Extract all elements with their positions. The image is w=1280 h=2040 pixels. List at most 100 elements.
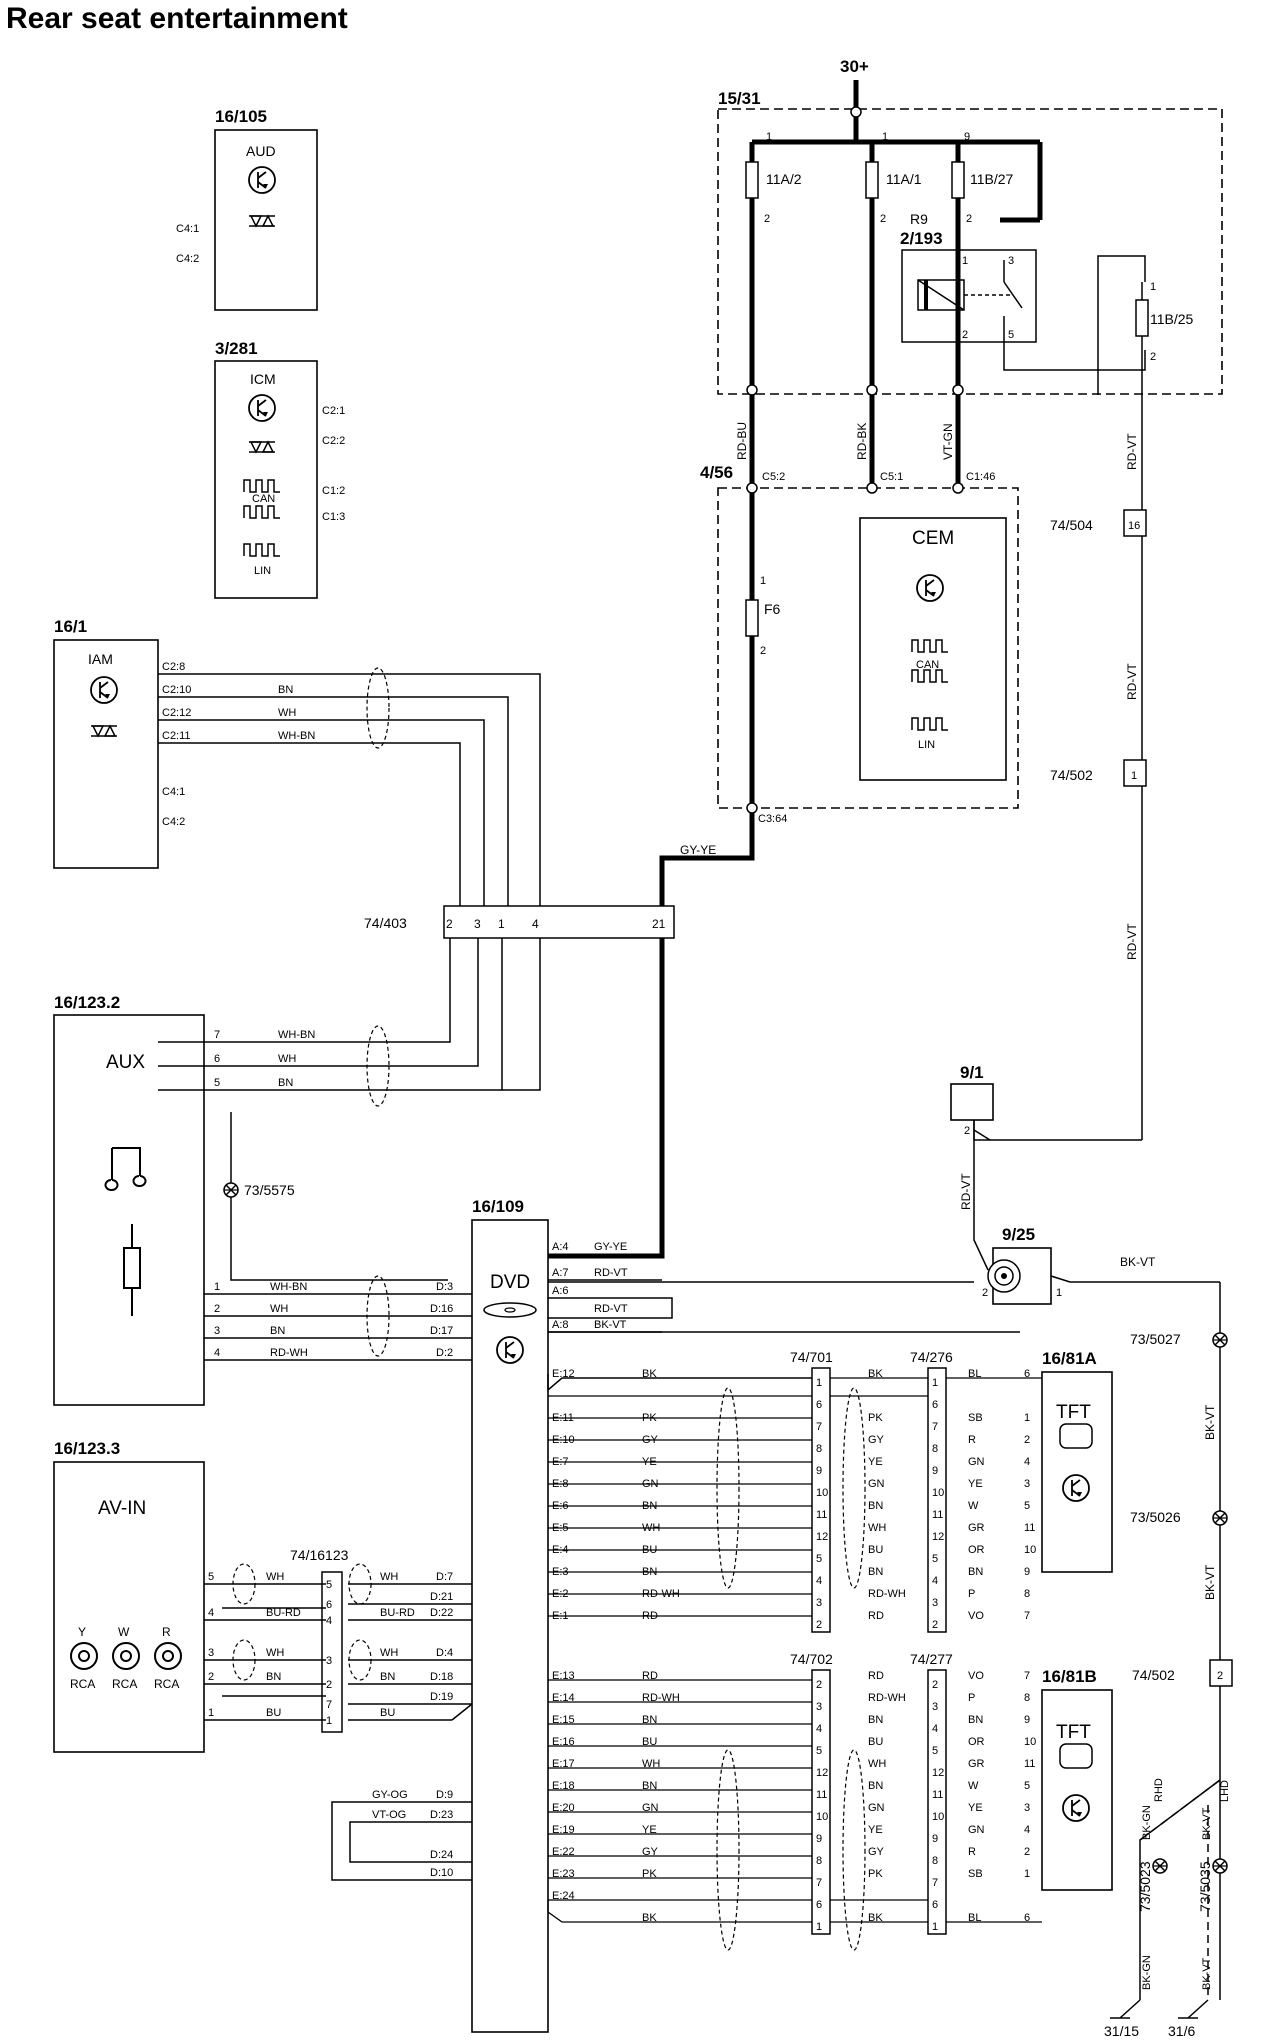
fuse-pin-label: 2 (966, 213, 972, 225)
wire-color-label: BN (642, 1566, 657, 1578)
wire-color-label: WH (266, 1647, 284, 1659)
wire-color-label: WH (278, 1053, 296, 1065)
fuse-label-11b27: 11B/27 (970, 171, 1014, 187)
cem-ref: 4/56 (700, 463, 733, 482)
wire-color-label: PK (642, 1868, 657, 1880)
dvd-harness-pin: E:18 (552, 1780, 575, 1792)
relay-label: R9 (910, 211, 928, 227)
wire-color-label: BL (968, 1912, 981, 1924)
antenna-pin: 1 (1056, 1287, 1062, 1299)
connector-pin: 4 (532, 917, 539, 931)
connector-pin: 1 (816, 1921, 822, 1933)
wire-color-label: BK-VT (1201, 1807, 1213, 1840)
wire-color-label: BU (868, 1544, 883, 1556)
jack-letter: W (118, 1625, 130, 1639)
wire-color-label: GN (868, 1802, 885, 1814)
connector-pin: 8 (816, 1855, 822, 1867)
connector-pin: 21 (652, 917, 666, 931)
wire-color-label: RD-WH (270, 1347, 308, 1359)
fuse-pin-label: 1 (882, 131, 888, 143)
wire-color-label: BK (642, 1368, 657, 1380)
dvd-harness-pin: E:12 (552, 1368, 575, 1380)
dvd-pin: D:17 (430, 1325, 453, 1337)
connector-pin: 9 (816, 1465, 822, 1477)
connector-pin: 5 (816, 1553, 822, 1565)
cem-fuse-pin: 1 (760, 575, 766, 587)
tft-pin: 10 (1024, 1544, 1036, 1556)
wire-color-label: W (968, 1500, 979, 1512)
cem-pin: C1:46 (966, 471, 995, 483)
wire-color-label: BN (968, 1566, 983, 1578)
connector-pin: 4 (932, 1723, 938, 1735)
cem-fuse-label: F6 (764, 601, 781, 617)
tft-a-ref: 16/81A (1042, 1349, 1097, 1368)
wire-color-label: BU (642, 1736, 657, 1748)
dvd-pin: D:22 (430, 1607, 453, 1619)
connector-pin: 9 (932, 1833, 938, 1845)
cem-pin: C5:2 (762, 471, 785, 483)
cem-name: CEM (912, 528, 954, 549)
connector-pin: 12 (932, 1767, 944, 1779)
connector-ref: 74/276 (910, 1349, 953, 1365)
connector-pin: 10 (932, 1487, 944, 1499)
dvd-ref: 16/109 (472, 1197, 524, 1216)
wire-color-label: VO (968, 1670, 984, 1682)
amp-pin: 2 (964, 1125, 970, 1137)
connector-pin: 12 (816, 1531, 828, 1543)
connector-pin: 1 (932, 1377, 938, 1389)
tft-pin: 7 (1024, 1670, 1030, 1682)
tft-pin: 1 (1024, 1412, 1030, 1424)
wire-color-label: BN (968, 1714, 983, 1726)
aud-ref: 16/105 (215, 107, 267, 126)
aud-pin: C4:2 (176, 253, 199, 265)
relay-pin: 3 (1008, 255, 1014, 267)
wire-color-label: BK (868, 1912, 883, 1924)
connector-pin: 6 (326, 1599, 332, 1611)
wire-color-label: RD-VT (594, 1303, 628, 1315)
dvd-pin: A:7 (552, 1267, 569, 1279)
connector-pin: 6 (816, 1899, 822, 1911)
cem-fuse-pin: 2 (760, 645, 766, 657)
tft-pin: 2 (1024, 1846, 1030, 1858)
iam-pin: C2:8 (162, 661, 185, 673)
wire-color-label: BN (278, 1077, 293, 1089)
aux-pin: 4 (214, 1347, 220, 1359)
dvd-harness-pin: E:1 (552, 1610, 569, 1622)
wire-color-label: GY-YE (680, 843, 716, 857)
iam-name: IAM (88, 651, 113, 667)
aud-name: AUD (246, 143, 276, 159)
wire-color-label: WH-BN (278, 730, 315, 742)
connector-pin: 8 (816, 1443, 822, 1455)
wire-color-label: BN (270, 1325, 285, 1337)
tft-pin: 9 (1024, 1714, 1030, 1726)
wire-color-label: BN (642, 1780, 657, 1792)
icm-bus-can: CAN (252, 493, 275, 505)
wire-color-label: R (968, 1846, 976, 1858)
wire-color-label: OR (968, 1544, 985, 1556)
connector-pin: 5 (326, 1579, 332, 1591)
relay-pin: 1 (962, 255, 968, 267)
aux-pin: 5 (214, 1077, 220, 1089)
wire-color-label: YE (968, 1802, 983, 1814)
connector-pin: 16 (1128, 520, 1140, 532)
fuse-pin-label: 1 (766, 131, 772, 143)
wire-color-label: SB (968, 1412, 983, 1424)
connector-pin: 6 (932, 1899, 938, 1911)
connector-pin: 2 (932, 1619, 938, 1631)
connector-pin: 12 (932, 1531, 944, 1543)
fuse-pin-label: 2 (880, 213, 886, 225)
wire-color-label: BN (868, 1500, 883, 1512)
dvd-pin: D:4 (436, 1647, 453, 1659)
aux-name: AUX (106, 1052, 145, 1073)
connector-pin: 7 (932, 1877, 938, 1889)
diagram-title: Rear seat entertainment (6, 2, 348, 35)
wire-color-label: BN (868, 1714, 883, 1726)
dvd-pin: D:18 (430, 1671, 453, 1683)
avin-pin: 5 (208, 1571, 214, 1583)
tft-pin: 1 (1024, 1868, 1030, 1880)
connector-pin: 3 (932, 1701, 938, 1713)
splice-label: 73/5575 (244, 1182, 295, 1198)
ground-label: 31/15 (1104, 2023, 1139, 2039)
connector-ref: 74/403 (364, 915, 407, 931)
connector-ref: 74/16123 (290, 1547, 349, 1563)
